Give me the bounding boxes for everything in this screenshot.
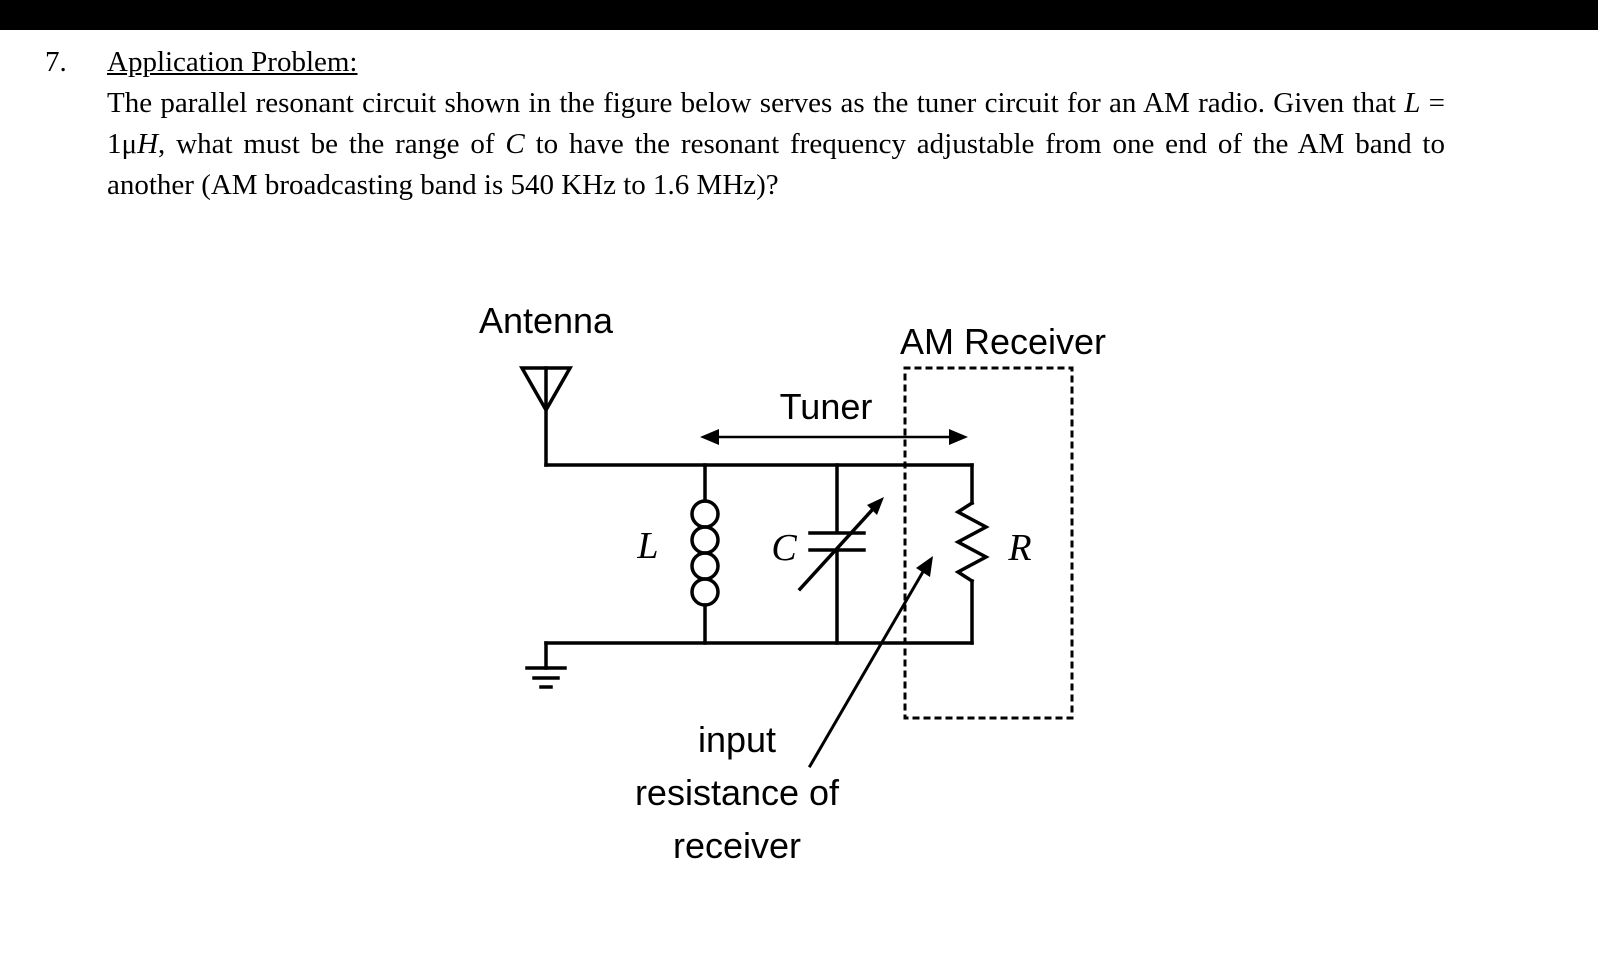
inductor-icon [690, 463, 720, 645]
body-text-2: = 1μ [107, 87, 1445, 160]
problem-block: 7. Application Problem: The parallel res… [45, 42, 1445, 206]
inductor-label: L [636, 525, 658, 567]
capacitor-icon [797, 463, 876, 645]
annotation-label-line3: receiver [673, 825, 801, 866]
body-text-4: to have the resonant frequency adjustabl… [107, 128, 1445, 201]
resistor-label: R [1007, 527, 1031, 569]
math-var-L: L [1404, 87, 1421, 119]
body-text-3: , what must be the range of [158, 128, 506, 160]
annotation-arrow [807, 567, 927, 769]
tuner-arrowhead-right [949, 429, 968, 445]
ground-icon [525, 641, 567, 689]
capacitor-label: C [771, 527, 797, 569]
problem-heading: Application Problem: [107, 46, 358, 78]
problem-content: Application Problem: The parallel resona… [107, 42, 1445, 206]
tuner-arrowhead-left [700, 429, 719, 445]
math-var-H: H [137, 128, 159, 160]
antenna-icon [518, 366, 574, 467]
math-var-C: C [505, 128, 525, 160]
am-receiver-box [903, 366, 1074, 720]
top-bar [0, 0, 1598, 30]
problem-number: 7. [45, 46, 67, 78]
body-text-1: The parallel resonant circuit shown in t… [107, 87, 1405, 119]
annotation-label-line1: input [698, 719, 776, 760]
capacitor-arrowhead [867, 497, 884, 515]
antenna-label: Antenna [479, 300, 614, 341]
resistor-icon [954, 463, 990, 645]
problem-body: The parallel resonant circuit shown in t… [107, 83, 1445, 206]
annotation-arrowhead [916, 556, 933, 577]
annotation-label-line2: resistance of [635, 772, 840, 813]
tuner-label: Tuner [780, 386, 873, 427]
am-receiver-label: AM Receiver [900, 321, 1106, 362]
